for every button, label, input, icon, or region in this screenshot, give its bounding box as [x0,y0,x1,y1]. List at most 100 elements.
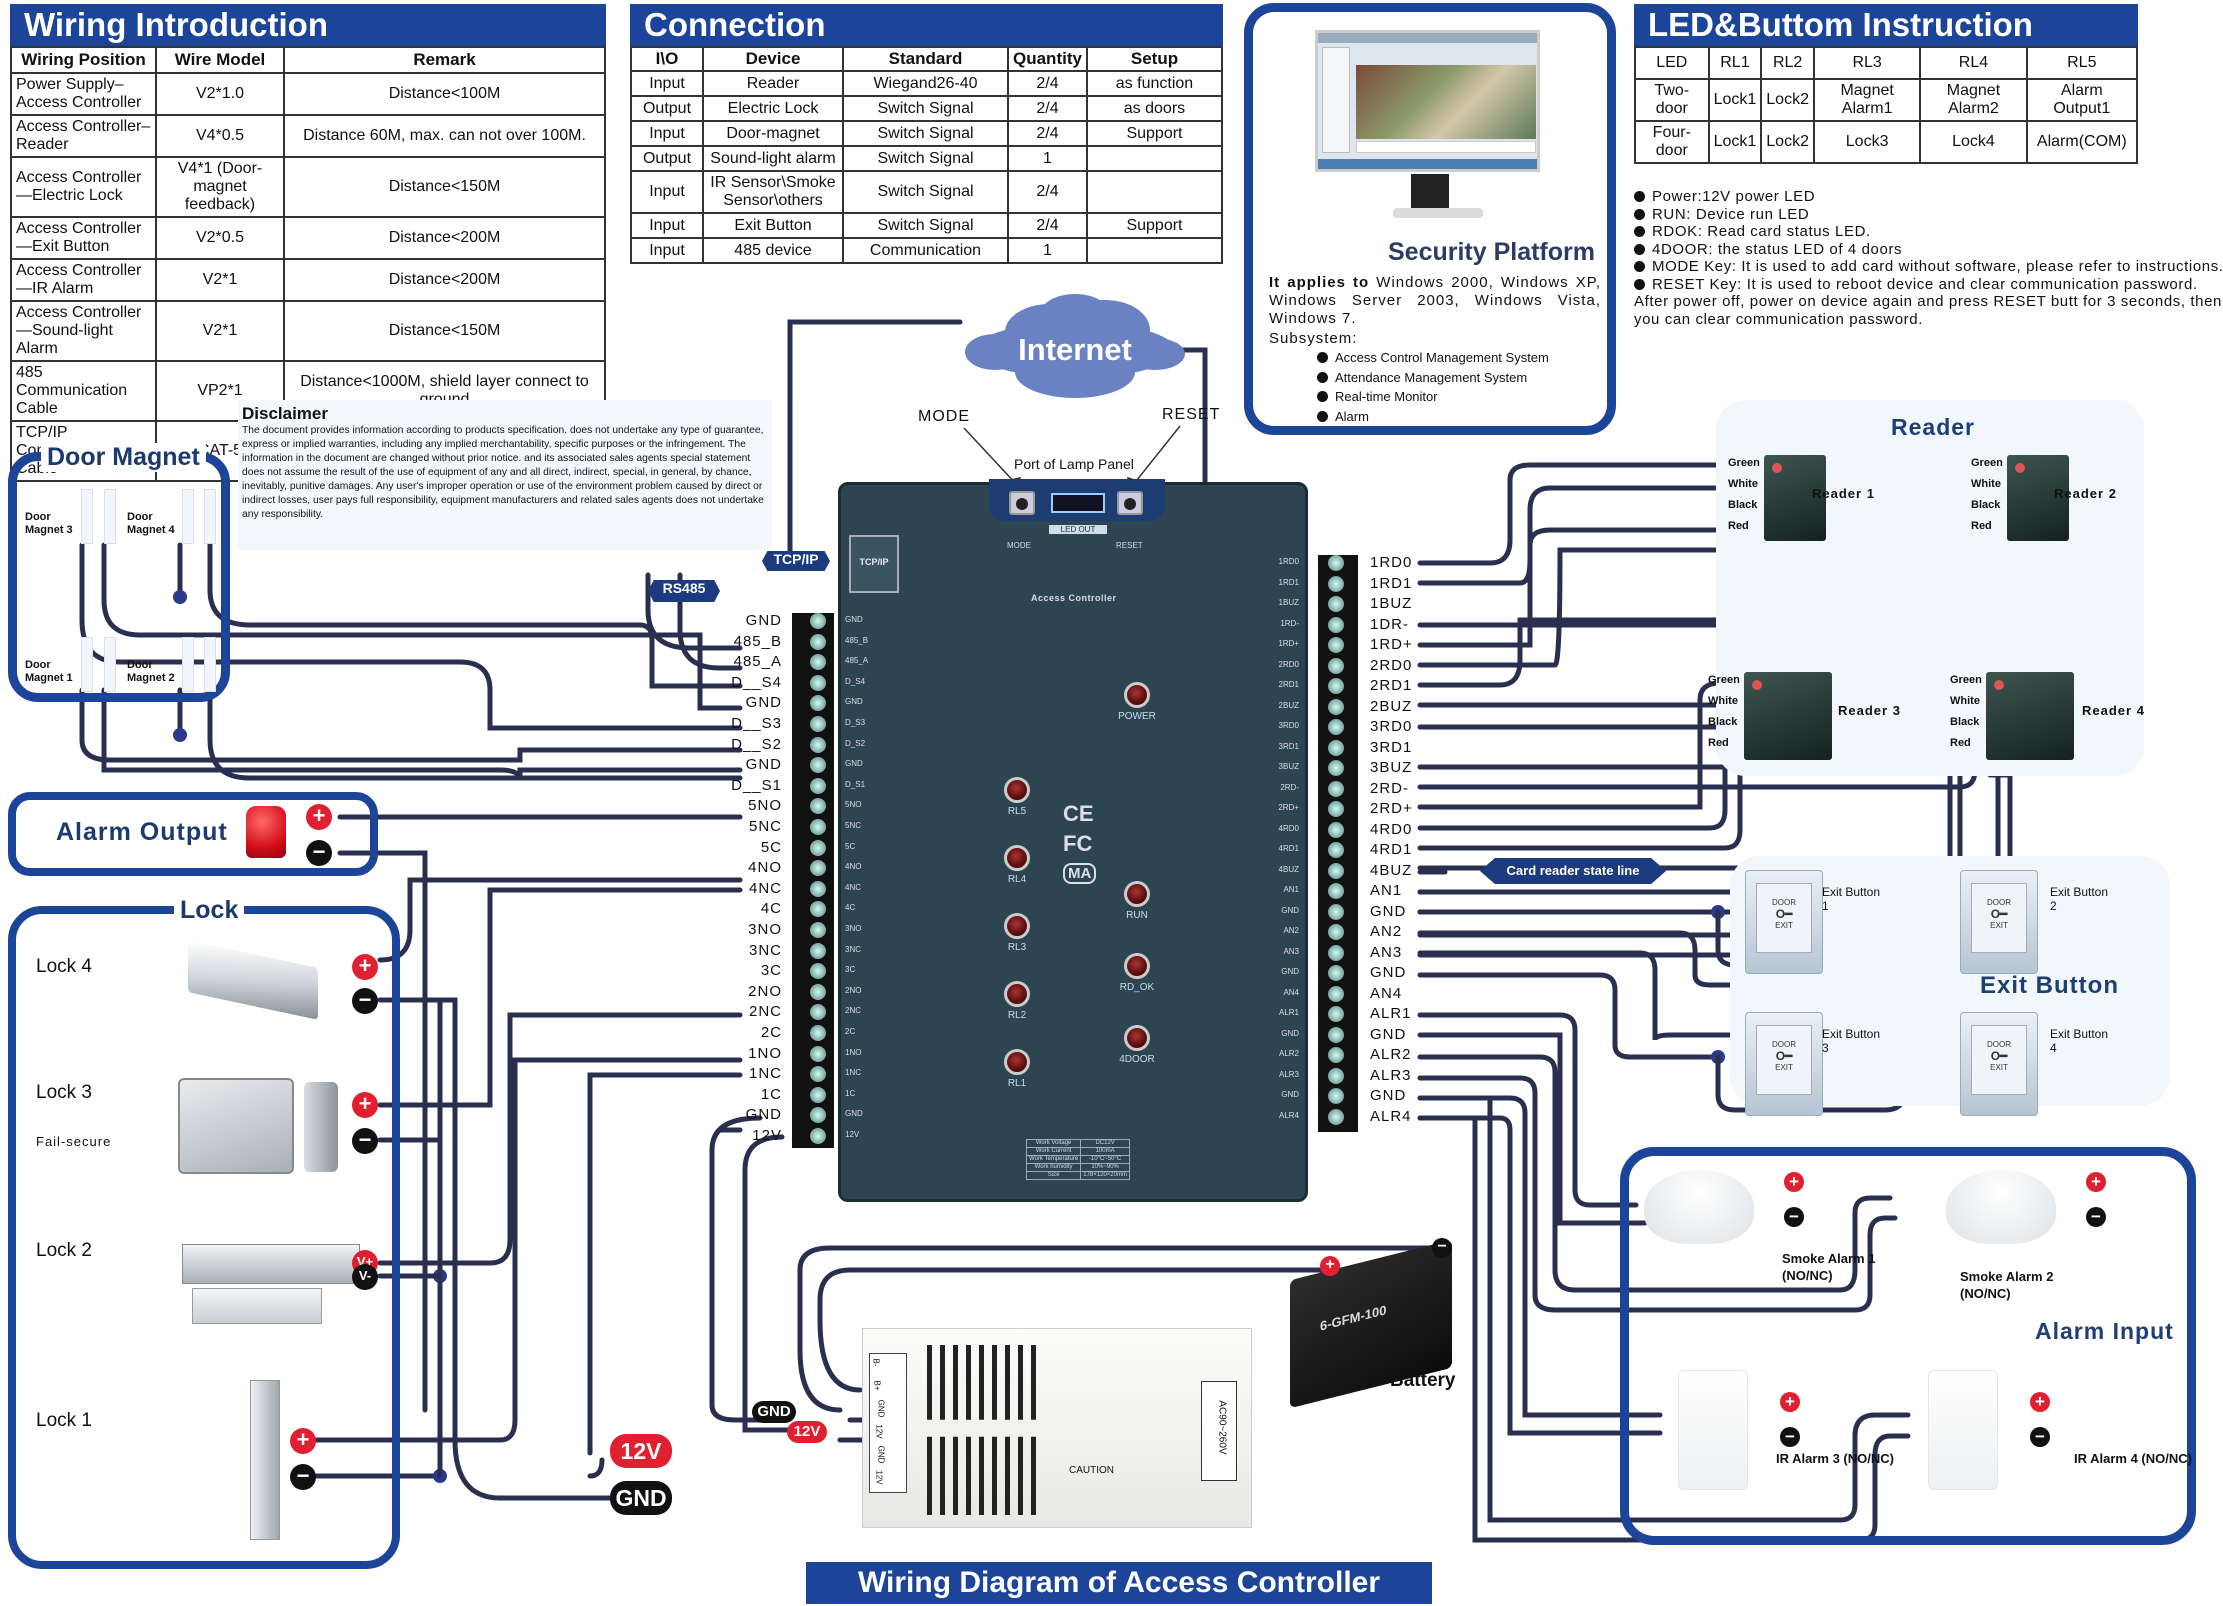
mode-button[interactable] [1009,491,1035,515]
terminal-label: 1BUZ [1370,595,1413,612]
terminal-screw[interactable] [1328,1006,1344,1022]
battery-plus-icon: + [1320,1256,1340,1276]
terminal-screw[interactable] [1328,924,1344,940]
terminal-screw[interactable] [810,695,826,712]
terminal-screw[interactable] [1328,760,1344,776]
mode-callout: MODE [918,408,970,425]
reader-title: Reader [1891,414,1975,440]
table-cell: Switch Signal [842,95,1009,122]
table-cell: V4*0.5 [155,114,285,158]
terminal-screw[interactable] [810,1066,826,1083]
reset-board-label: RESET [1116,541,1143,550]
door-magnet-2-label: Door Magnet 2 [127,659,175,684]
terminal-screw[interactable] [810,716,826,732]
col-header: RL1 [1707,46,1763,80]
plus-icon: + [1780,1392,1800,1412]
terminal-screw[interactable] [810,922,826,938]
4door-led-label: 4DOOR [1119,1054,1155,1065]
spec-cell: Work Current [1025,1147,1082,1156]
terminal-screw[interactable] [1328,555,1344,571]
terminal-screw[interactable] [1328,985,1344,1002]
reset-button[interactable] [1117,491,1143,515]
applies-to-os: Windows 2000, Windows XP, Windows Server… [1269,274,1602,327]
board-pin-label: GND [1281,1028,1299,1038]
terminal-screw[interactable] [1328,842,1344,858]
terminal-screw[interactable] [1328,903,1344,920]
terminal-screw[interactable] [810,777,826,794]
right-terminal-block [1318,555,1358,1132]
rl1-led-label: RL1 [1007,1078,1027,1089]
terminal-screw[interactable] [810,736,826,753]
terminal-screw[interactable] [810,1045,826,1062]
terminal-screw[interactable] [810,880,826,897]
door-label: DOOR [1987,898,2011,907]
terminal-screw[interactable] [1328,1047,1344,1063]
terminal-screw[interactable] [1328,657,1344,674]
terminal-label: 1C [760,1085,782,1103]
led-note: RDOK: Read card status LED. [1634,223,2223,241]
terminal-screw[interactable] [810,860,826,877]
tcpip-port[interactable]: TCP/IP [849,535,899,593]
terminal-screw[interactable] [810,983,826,1000]
terminal-screw[interactable] [810,654,826,671]
col-header: RL3 [1812,46,1922,80]
terminal-screw[interactable] [810,963,826,980]
terminal-screw[interactable] [1328,575,1344,592]
table-cell: Two-door [1634,78,1710,122]
terminal-screw[interactable] [810,901,826,918]
table-cell: Distance<150M [283,156,606,218]
terminal-screw[interactable] [810,613,826,629]
terminal-screw[interactable] [1328,821,1344,838]
terminal-screw[interactable] [810,1107,826,1124]
lock-4-image [188,940,318,1020]
terminal-screw[interactable] [1328,1026,1344,1043]
bullet-icon [1634,226,1645,237]
terminal-screw[interactable] [1328,1067,1344,1084]
terminal-screw[interactable] [1328,1108,1344,1125]
smoke-alarm-2-device [1946,1170,2056,1244]
terminal-screw[interactable] [1328,1088,1344,1104]
table-cell: 1 [1007,237,1088,264]
terminal-screw[interactable] [810,1086,826,1103]
board-pin-label: 3RD1 [1278,741,1299,751]
board-pin-label: GND [1281,905,1299,915]
terminal-screw[interactable] [810,633,826,650]
terminal-screw[interactable] [1328,637,1344,653]
terminal-screw[interactable] [1328,678,1344,694]
tcpip-port-label: TCP/IP [859,557,889,567]
terminal-screw[interactable] [1328,944,1344,961]
terminal-screw[interactable] [1328,616,1344,633]
spec-cell: 100mA [1080,1147,1130,1156]
terminal-screw[interactable] [810,798,826,815]
terminal-screw[interactable] [810,839,826,856]
terminal-screw[interactable] [1328,698,1344,715]
terminal-screw[interactable] [810,819,826,835]
terminal-screw[interactable] [810,942,826,959]
terminal-screw[interactable] [1328,862,1344,879]
terminal-screw[interactable] [810,1128,826,1144]
terminal-screw[interactable] [1328,883,1344,899]
terminal-screw[interactable] [1328,965,1344,981]
terminal-screw[interactable] [1328,596,1344,612]
board-pin-label: AN1 [1283,885,1299,894]
table-cell: Lock1 [1707,120,1763,164]
terminal-screw[interactable] [1328,801,1344,817]
table-cell: V4*1 (Door-magnet feedback) [155,156,285,218]
terminal-screw[interactable] [1328,780,1344,797]
terminal-screw[interactable] [1328,719,1344,735]
terminal-screw[interactable] [810,757,826,774]
terminal-screw[interactable] [810,1004,826,1021]
terminal-screw[interactable] [810,1025,826,1041]
col-header: I\O [630,46,704,72]
table-cell: V2*0.5 [155,216,285,260]
terminal-label: 2NC [748,1003,782,1021]
terminal-screw[interactable] [1328,739,1344,756]
terminal-label: AN1 [1370,882,1403,899]
table-cell: Door-magnet [702,120,844,147]
table-cell: Input [630,170,704,214]
terminal-screw[interactable] [810,674,826,691]
